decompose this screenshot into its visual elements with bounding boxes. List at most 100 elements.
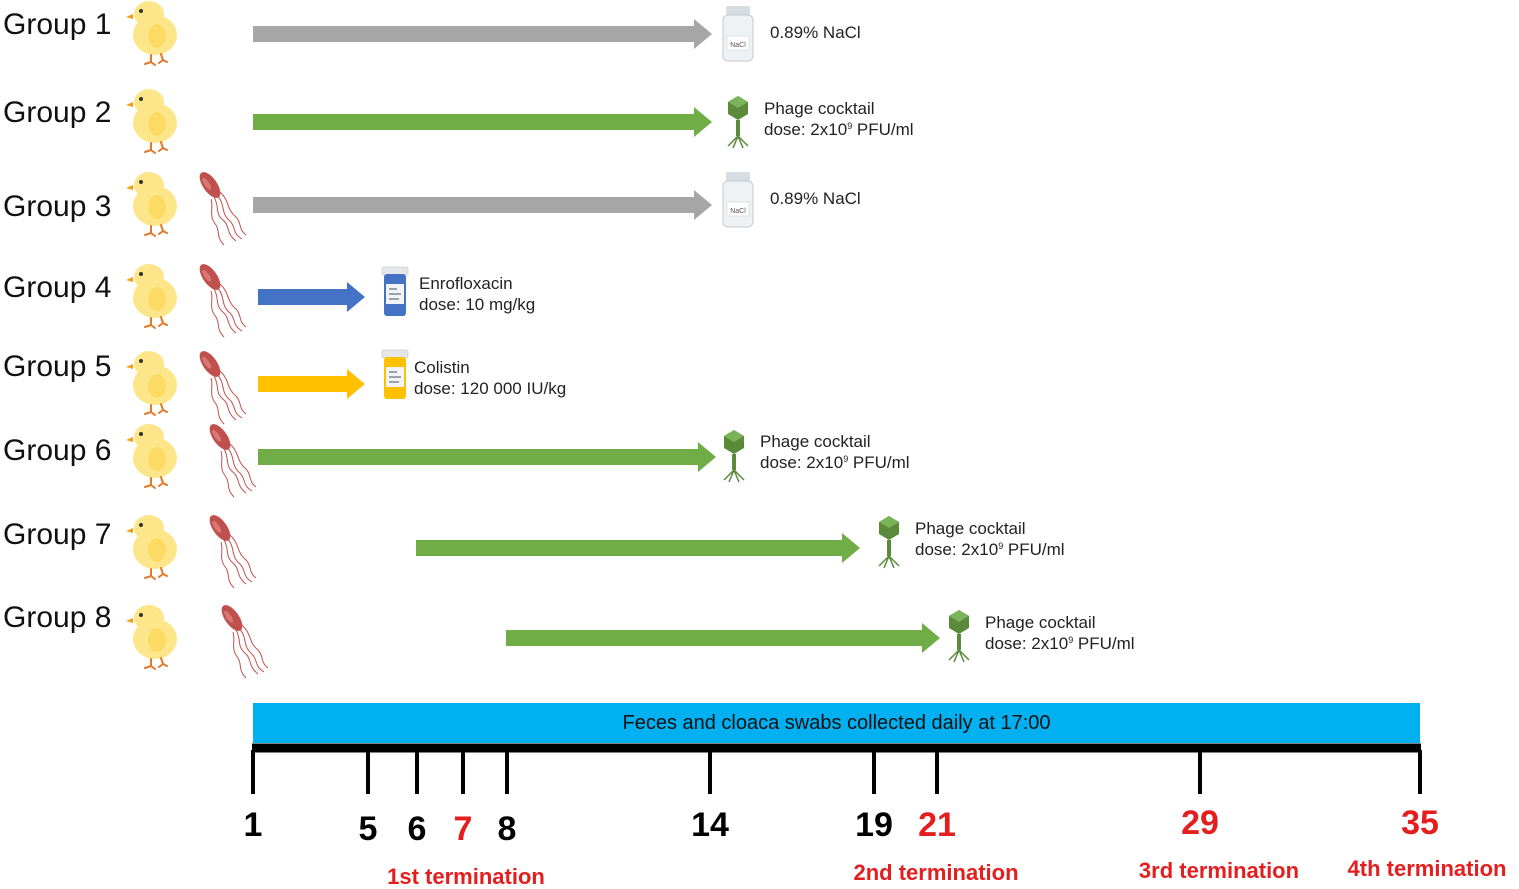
dose-exponent: 9	[998, 541, 1004, 551]
treatment-label: 0.89% NaCl	[770, 22, 861, 43]
saline-bottle-icon: NaCl	[722, 171, 754, 228]
treatment-name: 0.89% NaCl	[770, 189, 861, 208]
treatment-name: Phage cocktail	[985, 613, 1096, 632]
bacteriophage-icon	[723, 429, 745, 483]
chick-icon	[125, 171, 178, 237]
timeline-axis	[252, 743, 1421, 753]
termination-label: 3rd termination	[1138, 858, 1300, 883]
treatment-duration-arrow	[258, 282, 365, 312]
timeline-tick	[935, 750, 939, 794]
bottle-label: NaCl	[730, 42, 746, 49]
treatment-name: Phage cocktail	[760, 432, 871, 451]
bacterium-icon	[217, 601, 269, 679]
treatment-dose: dose: 10 mg/kg	[419, 295, 536, 314]
dose-prefix: dose: 2x10	[915, 540, 999, 559]
timeline-tick	[1198, 750, 1202, 794]
bacterium-icon	[205, 420, 257, 498]
bacterium-icon	[195, 260, 247, 338]
day-label: 1	[243, 806, 263, 844]
saline-bottle-icon: NaCl	[722, 5, 754, 62]
chick-icon	[125, 423, 178, 489]
treatment-dose: dose: 120 000 IU/kg	[414, 379, 567, 398]
treatment-dose: dose: 2x109 PFU/ml	[915, 539, 1065, 560]
treatment-name: Phage cocktail	[915, 519, 1026, 538]
treatment-name: Enrofloxacin	[419, 274, 513, 293]
saline-bottle-shape	[722, 171, 754, 228]
group-label: Group 4	[3, 271, 112, 304]
dose-prefix: dose: 2x10	[764, 120, 848, 139]
bacterium-icon	[195, 347, 247, 425]
treatment-duration-arrow	[506, 623, 940, 653]
day-label: 21	[918, 806, 956, 844]
chick-icon	[125, 350, 178, 416]
bacteriophage-icon	[878, 515, 900, 569]
group-label: Group 6	[3, 434, 112, 467]
timeline-tick	[708, 750, 712, 794]
sampling-band: Feces and cloaca swabs collected daily a…	[253, 703, 1420, 743]
day-label: 19	[855, 806, 893, 844]
timeline-tick	[366, 750, 370, 794]
treatment-name: 0.89% NaCl	[770, 23, 861, 42]
treatment-duration-arrow	[253, 19, 712, 49]
day-label: 5	[358, 810, 378, 848]
dose-unit: PFU/ml	[1003, 540, 1065, 559]
dose-prefix: dose: 2x10	[985, 634, 1069, 653]
group-label: Group 2	[3, 96, 112, 129]
saline-bottle-shape	[722, 5, 754, 62]
day-label: 6	[407, 810, 427, 848]
termination-label: 2nd termination	[853, 860, 1019, 885]
chick-icon	[125, 263, 178, 329]
treatment-label: Phage cocktail dose: 2x109 PFU/ml	[764, 98, 914, 140]
group-label: Group 8	[3, 601, 112, 634]
bacterium-icon	[195, 168, 247, 246]
dose-exponent: 9	[1068, 635, 1074, 645]
treatment-duration-arrow	[253, 190, 712, 220]
termination-label: 4th termination	[1347, 856, 1507, 881]
day-label: 35	[1401, 804, 1439, 842]
timeline-tick	[872, 750, 876, 794]
chick-icon	[125, 514, 178, 580]
pill-bottle-icon	[381, 266, 409, 316]
dose-unit: PFU/ml	[1073, 634, 1135, 653]
chick-icon	[125, 88, 178, 154]
pill-bottle-icon	[381, 349, 409, 399]
treatment-label: Colistin dose: 120 000 IU/kg	[414, 357, 566, 399]
timeline-tick	[461, 750, 465, 794]
dose-unit: PFU/ml	[852, 120, 914, 139]
treatment-duration-arrow	[253, 107, 712, 137]
chick-icon	[125, 604, 178, 670]
termination-label: 1st termination	[387, 864, 545, 889]
treatment-name: Colistin	[414, 358, 470, 377]
group-label: Group 7	[3, 518, 112, 551]
bottle-label: NaCl	[730, 208, 746, 215]
treatment-dose: dose: 2x109 PFU/ml	[760, 452, 910, 473]
dose-prefix: dose: 2x10	[760, 453, 844, 472]
group-label: Group 3	[3, 190, 112, 223]
timeline-tick	[505, 750, 509, 794]
bacterium-icon	[205, 511, 257, 589]
timeline-tick	[251, 750, 255, 794]
dose-exponent: 9	[847, 121, 853, 131]
day-label: 29	[1181, 804, 1219, 842]
treatment-duration-arrow	[258, 369, 365, 399]
timeline-tick	[415, 750, 419, 794]
group-label: Group 1	[3, 8, 112, 41]
treatment-label: Enrofloxacin dose: 10 mg/kg	[419, 273, 535, 315]
day-label: 8	[497, 810, 517, 848]
timeline-tick	[1418, 750, 1422, 794]
treatment-name: Phage cocktail	[764, 99, 875, 118]
day-label: 14	[691, 806, 729, 844]
bacteriophage-icon	[727, 95, 749, 149]
treatment-dose: dose: 2x109 PFU/ml	[985, 633, 1135, 654]
day-label: 7	[453, 810, 473, 848]
dose-exponent: 9	[843, 454, 849, 464]
treatment-label: 0.89% NaCl	[770, 188, 861, 209]
chick-icon	[125, 0, 178, 66]
treatment-duration-arrow	[258, 442, 716, 472]
group-label: Group 5	[3, 350, 112, 383]
